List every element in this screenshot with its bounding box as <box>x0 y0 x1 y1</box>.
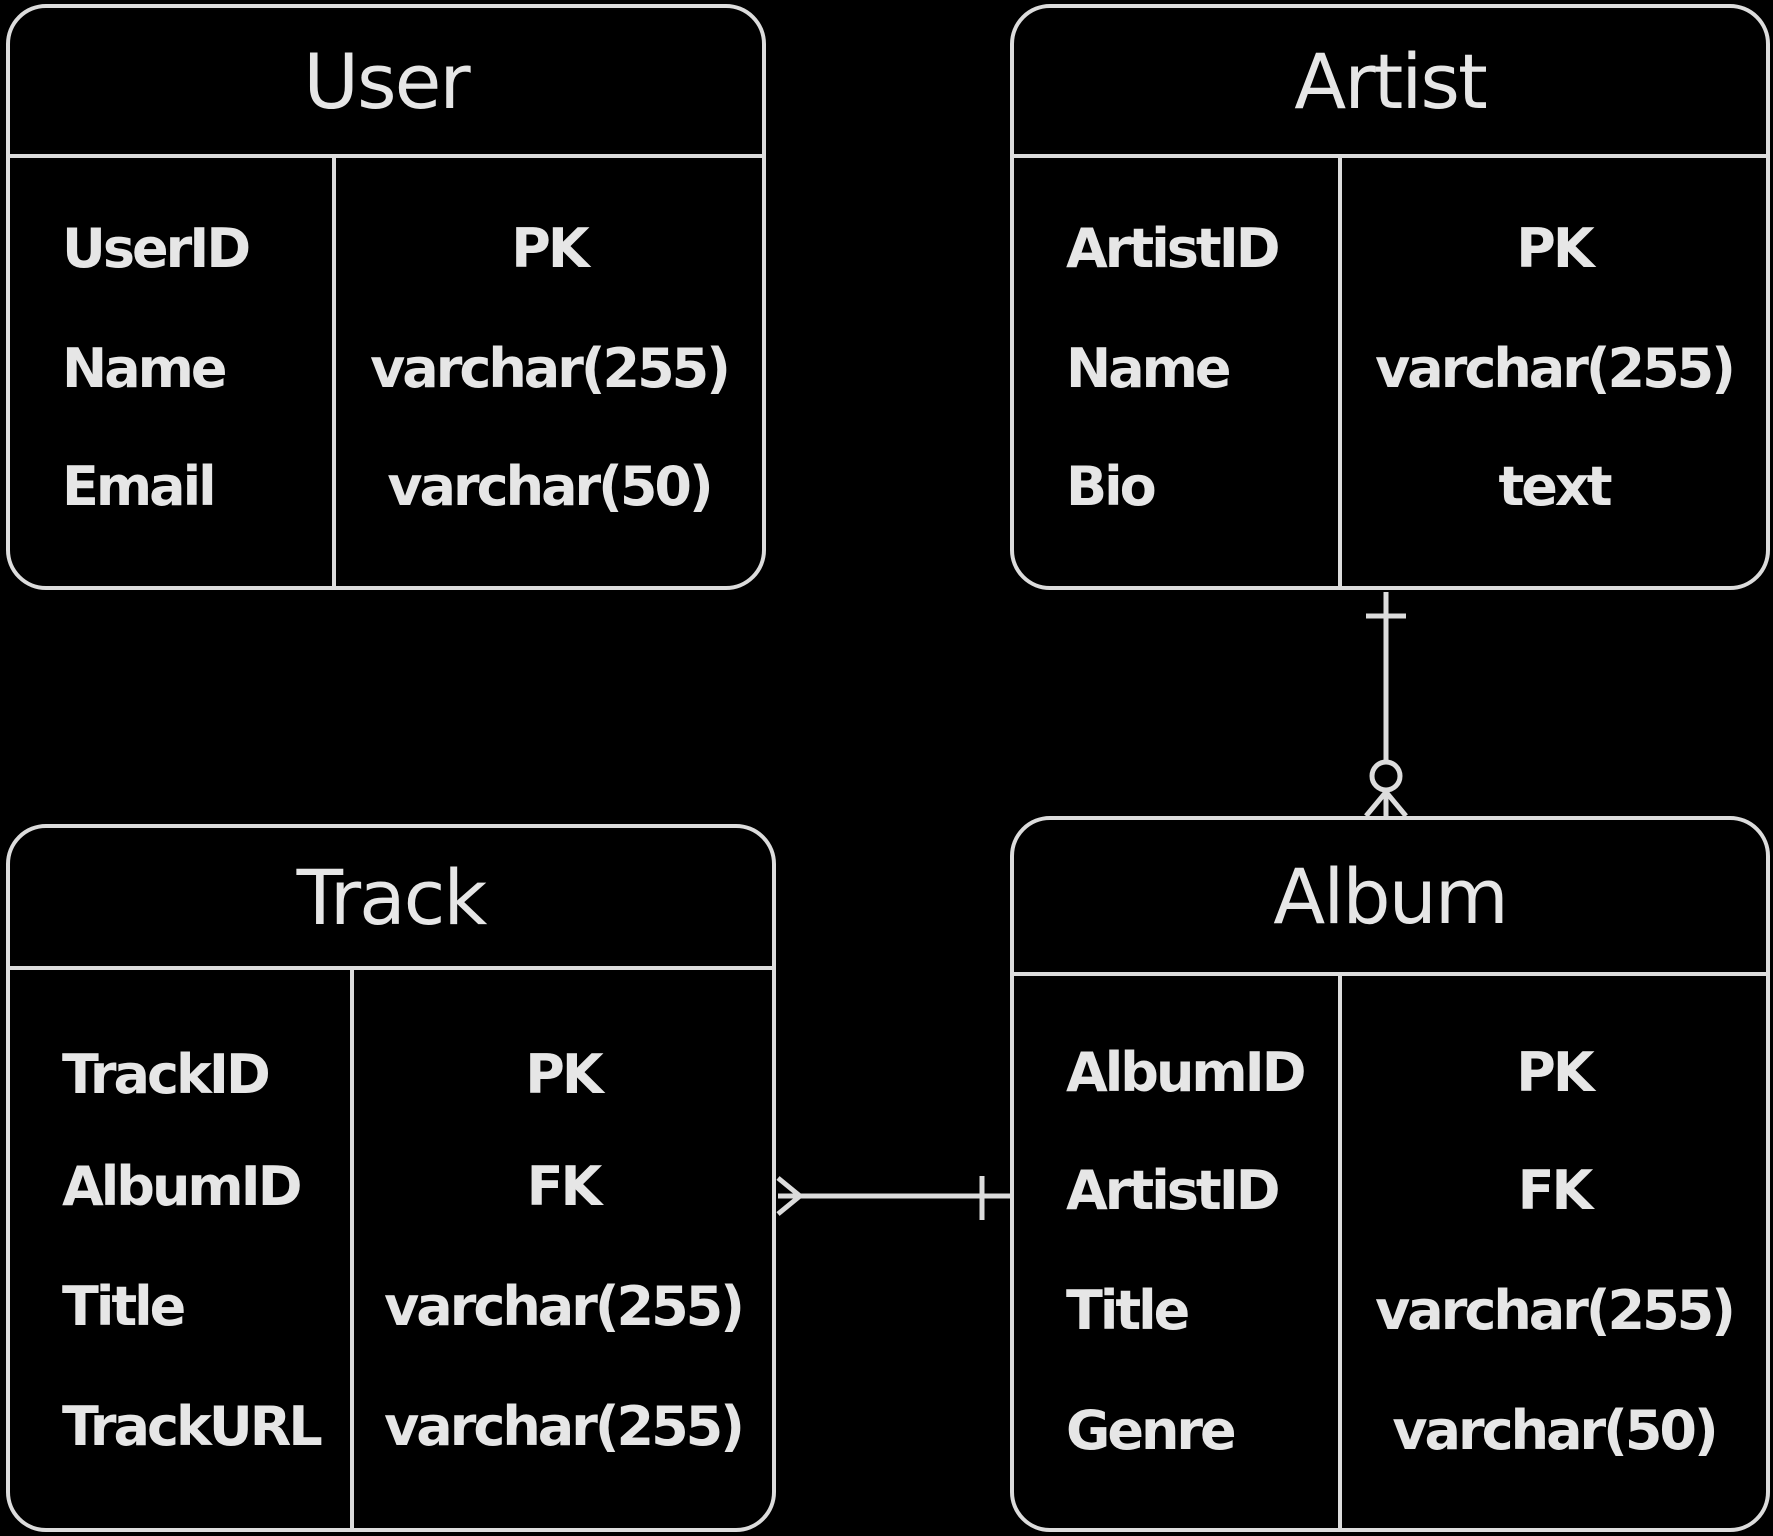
field-type: FK <box>526 1155 603 1218</box>
field-type: PK <box>511 217 589 280</box>
field-name: TrackURL <box>62 1395 323 1458</box>
field-name: Name <box>62 337 228 400</box>
field-name: UserID <box>62 217 251 280</box>
field-type: varchar(255) <box>370 337 731 400</box>
field-type: PK <box>1516 1041 1594 1104</box>
entity-user[interactable]: User UserID Name Email PK varchar(255) v… <box>6 4 766 590</box>
zero-marker <box>1369 759 1403 793</box>
entity-title: Album <box>1014 820 1766 976</box>
field-name: Bio <box>1066 455 1157 518</box>
field-type: varchar(255) <box>384 1395 745 1458</box>
entity-title: Artist <box>1014 8 1766 158</box>
field-type: PK <box>1516 217 1594 280</box>
field-type: varchar(50) <box>1392 1399 1718 1462</box>
crowfoot-top <box>776 1176 802 1198</box>
field-name: Name <box>1066 337 1232 400</box>
field-name: Title <box>1066 1279 1190 1342</box>
field-name: TrackID <box>62 1043 271 1106</box>
field-name: Email <box>62 455 217 518</box>
field-type: text <box>1498 455 1612 518</box>
field-name: Title <box>62 1275 186 1338</box>
field-type: PK <box>525 1043 603 1106</box>
field-type: varchar(255) <box>1375 1279 1736 1342</box>
field-name: Genre <box>1066 1399 1237 1462</box>
field-type: varchar(50) <box>387 455 713 518</box>
field-name: ArtistID <box>1066 217 1281 280</box>
crowfoot-right <box>1384 790 1408 818</box>
entity-album[interactable]: Album AlbumID ArtistID Title Genre PK FK… <box>1010 816 1770 1532</box>
field-name: AlbumID <box>1066 1041 1307 1104</box>
field-name: ArtistID <box>1066 1159 1281 1222</box>
field-type: FK <box>1517 1159 1594 1222</box>
entity-title: User <box>10 8 762 158</box>
entity-track[interactable]: Track TrackID AlbumID Title TrackURL PK … <box>6 824 776 1532</box>
entity-artist[interactable]: Artist ArtistID Name Bio PK varchar(255)… <box>1010 4 1770 590</box>
crowfoot-bottom <box>776 1194 802 1216</box>
relationship-album-track <box>776 1176 1010 1220</box>
crowfoot-left <box>1364 790 1388 818</box>
field-type: varchar(255) <box>384 1275 745 1338</box>
field-name: AlbumID <box>62 1155 303 1218</box>
relationship-artist-album <box>1364 592 1408 818</box>
entity-title: Track <box>10 828 772 970</box>
field-type: varchar(255) <box>1375 337 1736 400</box>
